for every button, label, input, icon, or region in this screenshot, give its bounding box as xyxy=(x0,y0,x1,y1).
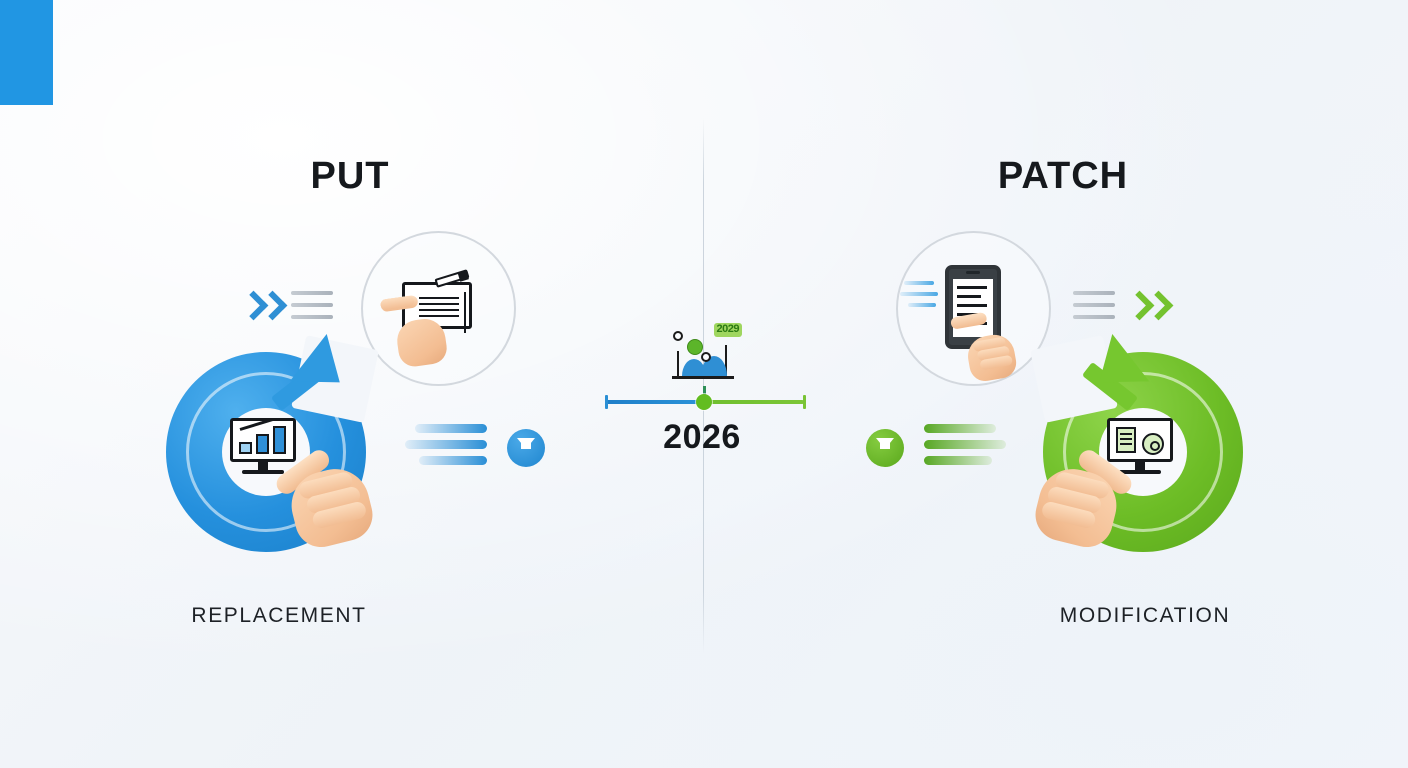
three-lines-icon xyxy=(1073,291,1115,295)
hand-palm xyxy=(394,316,449,369)
three-lines-icon xyxy=(291,291,333,295)
three-lines-icon xyxy=(1073,303,1115,307)
upload-arrow-glyph xyxy=(876,438,894,449)
monitor-base xyxy=(242,470,284,474)
page-title-put: PUT xyxy=(310,155,390,197)
speed-bar xyxy=(924,440,1006,449)
chart-node xyxy=(673,331,683,341)
double-chevron-right-icon xyxy=(1143,290,1174,321)
speed-line xyxy=(904,281,934,285)
tablet-text-line xyxy=(957,295,981,298)
emblem-inner-ring xyxy=(186,372,346,532)
tablet-text-line xyxy=(957,304,987,307)
document-text-line xyxy=(419,297,459,299)
monitor-bar-chart-icon xyxy=(230,418,302,480)
gear-icon xyxy=(1142,433,1164,455)
pointing-hand-icon xyxy=(950,305,1033,388)
document-text-line xyxy=(419,315,459,317)
timeline-slider[interactable] xyxy=(603,386,807,410)
speed-bar xyxy=(924,456,992,465)
emblem-inner-ring xyxy=(1063,372,1223,532)
document-text-line xyxy=(1120,443,1132,445)
chart-bar xyxy=(256,434,269,454)
timeline-end-cap xyxy=(605,395,608,409)
document-text-line xyxy=(419,309,459,311)
three-lines-icon xyxy=(291,303,333,307)
chart-node-highlight xyxy=(687,339,703,355)
document-text-line xyxy=(1120,433,1132,435)
chart-axis xyxy=(677,351,679,379)
vertical-divider xyxy=(703,118,704,653)
chart-node xyxy=(701,352,711,362)
monitor-screen xyxy=(230,418,296,462)
monitor-screen xyxy=(1107,418,1173,462)
chart-bar xyxy=(273,426,286,454)
timeline-year-badge: 2029 xyxy=(713,323,742,337)
caption-modification: MODIFICATION xyxy=(1059,604,1231,627)
chart-hill xyxy=(682,359,706,376)
monitor-base xyxy=(1119,470,1161,474)
timeline-segment-right xyxy=(704,400,804,404)
document-text-line xyxy=(419,303,459,305)
speed-bar xyxy=(405,440,487,449)
speed-bar xyxy=(419,456,487,465)
timeline-end-cap xyxy=(803,395,806,409)
timeline-segment-left xyxy=(606,400,705,404)
three-lines-icon xyxy=(1073,315,1115,319)
chart-axis xyxy=(725,345,727,379)
timeline-chart-icon: 2029 xyxy=(668,323,742,385)
right-speed-bars-group xyxy=(866,418,1006,478)
speed-bar xyxy=(415,424,487,433)
page-title-patch: PATCH xyxy=(997,155,1129,197)
right-chevron-group xyxy=(1073,285,1183,325)
left-chevron-group xyxy=(238,285,353,325)
monitor-neck xyxy=(258,462,268,471)
caption-replacement: REPLACEMENT xyxy=(191,604,367,627)
three-lines-icon xyxy=(291,315,333,319)
document-side-edge xyxy=(464,292,466,333)
left-speed-bars-group xyxy=(405,418,545,478)
chart-baseline xyxy=(672,376,734,379)
upload-badge-icon xyxy=(866,429,904,467)
pointing-hand-icon xyxy=(380,290,464,374)
speed-line xyxy=(900,292,938,296)
upload-arrow-glyph xyxy=(517,438,535,449)
timeline-marker-handle[interactable] xyxy=(696,394,712,410)
pen-tip xyxy=(457,270,469,282)
document-text-line xyxy=(1120,438,1132,440)
corner-accent-block xyxy=(0,0,53,105)
tablet-speaker xyxy=(966,271,980,274)
upload-badge-icon xyxy=(507,429,545,467)
speed-bar xyxy=(924,424,996,433)
document-glyph xyxy=(1116,427,1136,453)
double-chevron-right-icon xyxy=(257,290,288,321)
chart-bar xyxy=(239,442,252,454)
tablet-text-line xyxy=(957,286,987,289)
monitor-neck xyxy=(1135,462,1145,471)
timeline-year-label: 2026 xyxy=(663,418,741,456)
speed-line xyxy=(908,303,936,307)
monitor-document-gear-icon xyxy=(1107,418,1179,480)
timeline-tick xyxy=(703,386,706,395)
